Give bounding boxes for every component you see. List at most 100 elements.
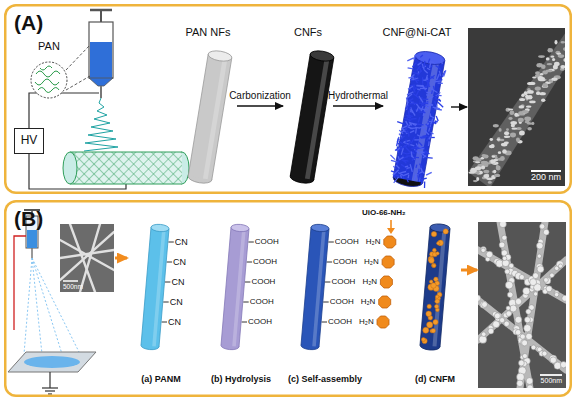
illustration-detail [212,58,232,180]
illustration-detail [413,94,419,99]
illustration-detail [521,94,524,97]
illustration-detail [539,79,546,81]
illustration-detail [492,155,496,157]
illustration-detail [407,175,409,179]
illustration-detail [517,380,523,386]
illustration-detail [523,287,530,294]
illustration-detail [490,159,495,164]
illustration-detail [546,70,553,73]
illustration-detail [100,10,102,22]
illustration-detail [422,77,423,84]
sem-image: 500nm [60,224,114,292]
illustration-detail [516,138,520,142]
illustration-detail [504,135,510,138]
illustration-detail [407,167,410,169]
illustration-detail [558,264,562,268]
illustration-detail [496,165,499,168]
illustration-detail [549,355,557,363]
illustration-detail [504,141,509,144]
panel-letter: (A) [14,11,43,34]
illustration-detail [188,54,208,176]
illustration-detail [412,76,413,80]
illustration-detail [401,160,408,161]
illustration-detail [406,98,408,104]
chemical-group-label: COOH [333,258,357,266]
illustration-detail [527,127,532,130]
process-arrow [333,105,383,106]
illustration-detail [431,118,433,124]
illustration-detail [390,220,392,229]
illustration-detail [497,139,501,141]
illustration-detail [510,305,517,312]
illustration-detail [534,292,538,296]
illustration-detail [407,58,414,61]
illustration-detail [207,49,232,62]
illustration-detail [404,140,410,142]
illustration-detail [407,152,414,154]
illustration-detail [524,325,531,332]
syringe-a [89,10,113,98]
fiber-node: PAN NFs [180,26,236,186]
illustration-detail [416,90,419,96]
illustration-detail [234,228,244,346]
illustration-detail [410,103,418,105]
illustration-detail [540,73,543,75]
illustration-detail [424,151,430,154]
collector-plate [8,352,96,372]
illustration-detail [536,346,541,351]
illustration-detail [481,247,487,253]
node-shape [180,26,236,186]
chemical-group-label: COOH [328,318,352,326]
illustration-detail [479,336,487,344]
illustration-detail [488,328,494,334]
illustration-detail [563,47,565,51]
illustration-detail [427,68,430,70]
chemical-group-label: UiO-66-NH₂ [362,209,406,217]
illustration-detail [393,55,445,182]
illustration-detail [427,304,431,308]
chemical-bond [162,322,168,323]
mof-arrow [387,220,395,234]
illustration-detail [506,306,510,310]
illustration-detail [470,169,477,172]
illustration-detail [89,22,113,78]
illustration-detail [431,328,436,333]
illustration-detail [552,58,555,61]
illustration-detail [499,222,506,228]
illustration-detail [387,228,395,234]
illustration-detail [416,123,424,125]
step-label: Carbonization [200,91,320,101]
illustration-detail [473,156,479,160]
illustration-detail [527,82,532,85]
illustration-detail [421,168,422,172]
step-label: Hydrothermal [298,91,418,101]
illustration-detail [431,90,433,94]
illustration-detail [554,362,561,369]
illustration-detail [476,177,479,181]
illustration-detail [500,318,505,323]
illustration-detail [32,258,62,354]
illustration-detail [420,148,425,150]
illustration-detail [70,152,182,184]
illustration-detail [427,125,432,128]
chemical-bond [322,322,328,323]
illustration-detail [408,67,414,69]
illustration-detail [478,250,566,300]
illustration-detail [494,174,500,177]
illustration-detail [400,175,402,178]
illustration-detail [415,128,417,133]
illustration-detail [309,49,334,62]
illustration-detail [419,96,423,103]
illustration-detail [411,147,418,148]
illustration-detail [398,143,401,150]
illustration-detail [436,99,441,101]
illustration-detail [416,107,418,112]
scale-bar-label: 200 nm [531,173,561,183]
illustration-detail [154,228,164,346]
mof-particle [384,236,396,248]
illustration-detail [29,93,99,128]
illustration-detail [431,89,438,93]
illustration-detail [525,317,531,323]
panel-band: (B)500nm(a) PANM(b) Hydrolysis(c) Self-a… [4,200,572,397]
